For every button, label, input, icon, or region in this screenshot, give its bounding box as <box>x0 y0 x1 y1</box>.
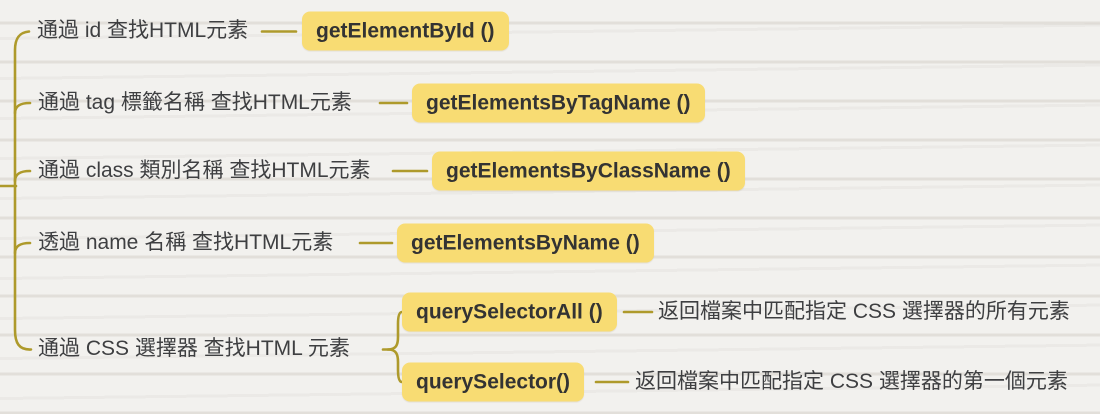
topic-label-id[interactable]: 通過 id 查找HTML元素 <box>37 19 249 42</box>
branch-connector-name <box>13 241 32 255</box>
fork-connector-queryselectorall <box>381 310 404 351</box>
trunk-connector <box>13 30 33 351</box>
topic-label-name[interactable]: 透過 name 名稱 查找HTML元素 <box>38 231 334 254</box>
method-node-queryselectorall[interactable]: querySelectorAll () <box>402 292 617 332</box>
fork-connector-queryselector <box>386 348 404 384</box>
topic-label-css-selector[interactable]: 通過 CSS 選擇器 查找HTML 元素 <box>38 337 350 360</box>
topic-label-class[interactable]: 通過 class 類別名稱 查找HTML元素 <box>38 159 371 182</box>
description-queryselector[interactable]: 返回檔案中匹配指定 CSS 選擇器的第一個元素 <box>635 370 1068 393</box>
method-node-getelementbyid[interactable]: getElementById () <box>302 11 509 51</box>
branch-connector-tag <box>13 101 32 115</box>
branch-connector-class <box>13 169 32 183</box>
method-node-queryselector[interactable]: querySelector() <box>402 362 585 402</box>
method-node-getelementsbytagname[interactable]: getElementsByTagName () <box>412 83 705 123</box>
description-queryselectorall[interactable]: 返回檔案中匹配指定 CSS 選擇器的所有元素 <box>658 300 1070 323</box>
method-node-getelementsbyname[interactable]: getElementsByName () <box>397 223 654 263</box>
topic-label-tag[interactable]: 通過 tag 標籤名稱 查找HTML元素 <box>38 91 352 114</box>
method-node-getelementsbyclassname[interactable]: getElementsByClassName () <box>432 151 745 191</box>
